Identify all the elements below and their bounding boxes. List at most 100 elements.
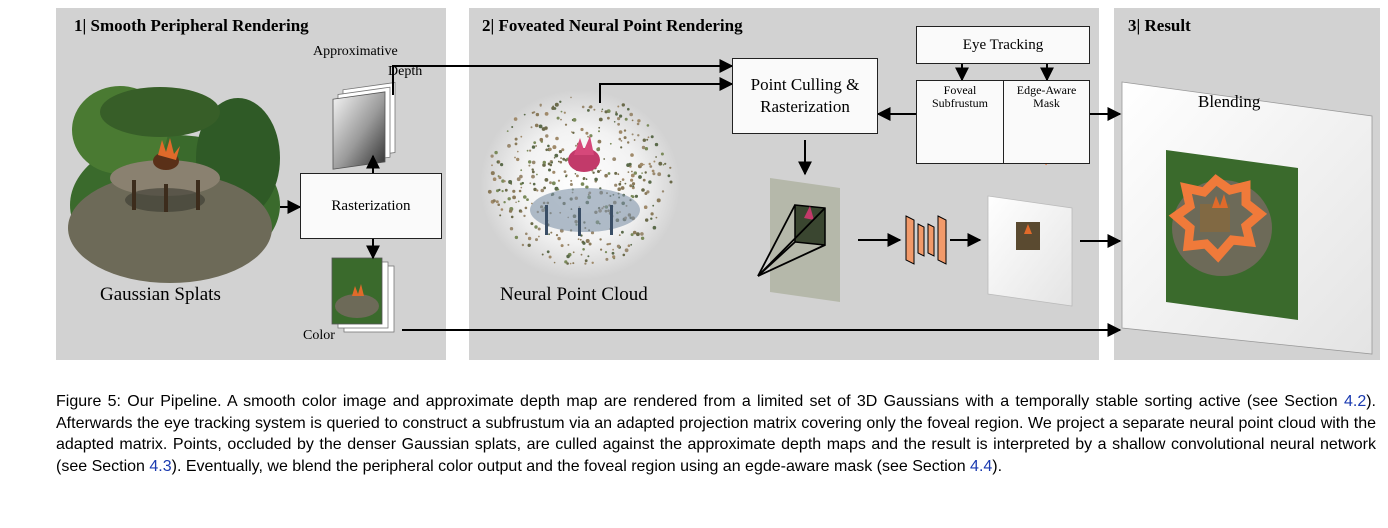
point-cloud-dot (607, 243, 610, 246)
point-cloud-dot (645, 218, 649, 222)
caption-text-2: ). Afterwards the eye tracking system is… (56, 393, 1376, 475)
point-cloud-dot (615, 111, 618, 113)
point-cloud-dot (617, 173, 620, 176)
point-cloud-dot (539, 103, 542, 107)
point-cloud-dot (607, 172, 611, 175)
point-cloud-dot (640, 232, 644, 236)
point-cloud-dot (644, 192, 648, 195)
point-cloud-dot (582, 241, 586, 245)
color-image-stack (331, 257, 395, 333)
panel-foveated-title: 2| Foveated Neural Point Rendering (482, 16, 743, 35)
point-cloud-dot (500, 208, 504, 211)
point-cloud-dot (511, 126, 514, 128)
point-cloud-dot (590, 231, 595, 235)
point-cloud-dot (556, 116, 560, 120)
point-cloud-dot (539, 137, 544, 142)
caption-ref-4-4[interactable]: 4.4 (970, 457, 993, 475)
point-cloud-dot (600, 248, 603, 251)
point-cloud-dot (618, 130, 623, 134)
point-cloud-dot (621, 230, 624, 234)
point-cloud-dot (649, 165, 653, 168)
caption-ref-4-3[interactable]: 4.3 (149, 457, 172, 475)
foveal-subfrustum-box: Foveal Subfrustum (916, 80, 1004, 164)
point-cloud-dot (584, 259, 588, 263)
point-cloud-dot (492, 199, 496, 203)
point-cloud-dot (572, 251, 575, 254)
point-cloud-dot (545, 134, 549, 138)
point-cloud-dot (553, 157, 556, 159)
point-cloud-dot (494, 150, 498, 155)
point-cloud-dot (545, 148, 548, 152)
point-cloud-dot (576, 174, 579, 178)
eye-tracking-label: Eye Tracking (962, 36, 1044, 53)
point-cloud-dot (570, 96, 572, 99)
point-cloud-dot (614, 171, 618, 175)
point-cloud-dot (627, 107, 630, 111)
point-cloud-dot (587, 109, 590, 112)
point-cloud-dot (631, 170, 633, 173)
point-cloud-dot (562, 157, 566, 161)
point-cloud-dot (638, 175, 642, 179)
point-cloud-dot (630, 173, 635, 178)
point-cloud-dot (538, 235, 540, 238)
point-cloud-dot (549, 181, 552, 185)
point-cloud-dot (492, 177, 497, 181)
point-cloud-dot (642, 178, 646, 182)
point-cloud-dot (536, 189, 539, 192)
point-cloud-dot (521, 181, 524, 185)
point-cloud-dot (530, 126, 533, 129)
gaussian-splats-image (68, 86, 280, 283)
point-cloud-dot (490, 171, 495, 176)
point-cloud-dot (554, 153, 559, 158)
point-cloud-dot (509, 227, 514, 231)
point-cloud-dot (572, 262, 575, 265)
point-culling-box: Point Culling & Rasterization (732, 58, 878, 134)
point-cloud-dot (618, 234, 621, 237)
caption-ref-4-2[interactable]: 4.2 (1343, 393, 1367, 410)
point-cloud-dot (531, 170, 535, 174)
point-cloud-dot (508, 180, 513, 184)
point-cloud-dot (527, 236, 532, 241)
point-cloud-dot (630, 233, 634, 237)
point-cloud-dot (487, 189, 492, 194)
point-cloud-dot (577, 238, 580, 241)
point-cloud-dot (607, 116, 610, 120)
point-cloud-dot (546, 250, 550, 254)
point-cloud-dot (628, 162, 632, 166)
point-cloud-dot (561, 148, 565, 152)
point-cloud-dot (652, 204, 655, 207)
point-cloud-dot (523, 113, 526, 116)
point-cloud-dot (611, 251, 615, 255)
edge-aware-mask-box: Edge-Aware Mask (1003, 80, 1090, 164)
point-cloud-dot (587, 255, 590, 258)
point-cloud-dot (658, 161, 663, 166)
point-cloud-dot (531, 111, 534, 114)
point-cloud-dot (599, 169, 602, 172)
point-cloud-dot (557, 188, 560, 191)
point-cloud-dot (580, 127, 584, 132)
point-culling-label-2: Rasterization (760, 97, 850, 116)
point-cloud-dot (594, 177, 598, 182)
point-cloud-dot (555, 234, 559, 237)
point-cloud-dot (523, 195, 527, 199)
point-cloud-dot (506, 130, 509, 133)
point-cloud-dot (531, 160, 536, 165)
point-cloud-dot (650, 217, 653, 220)
point-cloud-dot (560, 110, 563, 113)
point-cloud-dot (542, 163, 546, 167)
point-cloud-dot (580, 182, 585, 186)
point-cloud-dot (619, 180, 622, 183)
point-cloud-dot (569, 183, 573, 186)
point-cloud-dot (544, 126, 548, 130)
edge-label-2: Mask (1033, 96, 1060, 110)
point-cloud-dot (660, 152, 664, 156)
point-cloud-dot (520, 169, 523, 172)
point-cloud-dot (664, 162, 667, 165)
point-cloud-dot (656, 198, 661, 203)
point-cloud-dot (499, 214, 502, 217)
point-cloud-dot (630, 153, 634, 157)
point-cloud-dot (643, 163, 645, 166)
point-cloud-dot (669, 180, 673, 184)
point-cloud-dot (507, 144, 511, 148)
point-cloud-dot (566, 262, 569, 265)
